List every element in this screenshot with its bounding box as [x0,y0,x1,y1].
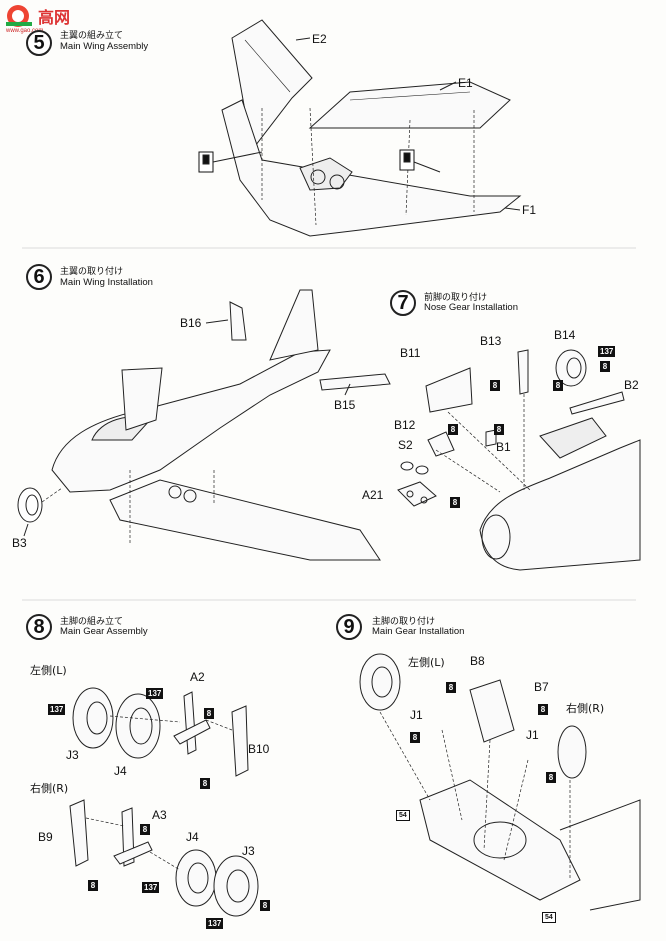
watermark-logo: 高网 www.gao.com [2,2,70,38]
paint-code-badge: 137 [146,688,164,699]
step-title-jp: 前脚の取り付け [424,293,488,303]
part-label-a21: A21 [362,488,384,502]
step-number: 5 [26,30,52,56]
paint-code-badge: 8 [546,772,556,783]
step-title-jp: 主翼の組み立て [60,31,124,41]
logo-icon [6,5,32,27]
part-label-b16: B16 [180,316,202,330]
paint-code-badge: 8 [140,824,150,835]
part-label-j1: J1 [410,708,423,722]
paint-code-badge: 137 [142,882,160,893]
step5-drawing [198,19,522,237]
paint-code-badge: 8 [553,380,563,391]
paint-code-badge: 137 [206,918,224,929]
part-label-b1: B1 [496,440,511,454]
paint-code-badge: 8 [448,424,458,435]
paint-code-badge: 8 [450,497,460,508]
paint-code-badge: 8 [490,380,500,391]
part-label-a2: A2 [190,670,205,684]
side-label-left: 左側(L) [408,656,445,669]
step6-drawing [17,289,391,561]
part-label-b2: B2 [624,378,639,392]
paint-code-badge: 8 [600,361,610,372]
step-number: 8 [26,614,52,640]
paint-code-badge: 54 [396,810,410,821]
step-title-en: Main Wing Assembly [60,41,149,52]
paint-code-badge: 137 [598,346,616,357]
step-title-jp: 主脚の取り付け [372,617,436,627]
paint-code-badge: 54 [542,912,556,923]
paint-code-badge: 8 [538,704,548,715]
paint-code-badge: 8 [494,424,504,435]
step-number: 7 [390,290,416,316]
side-label-left: 左側(L) [30,664,67,677]
paint-code-badge: 8 [260,900,270,911]
part-label-b10: B10 [248,742,270,756]
part-label-b12: B12 [394,418,416,432]
step8-drawing [69,687,259,917]
step-number: 9 [336,614,362,640]
part-label-b8: B8 [470,654,485,668]
step-title-jp: 主翼の取り付け [60,267,124,277]
paint-code-badge: 8 [446,682,456,693]
part-label-b3: B3 [12,536,27,550]
part-label-b9: B9 [38,830,53,844]
part-label-j3: J3 [66,748,79,762]
part-label-j4: J4 [114,764,127,778]
part-label-j1: J1 [526,728,539,742]
part-label-a3: A3 [152,808,167,822]
step-title-jp: 主脚の組み立て [60,617,124,627]
step-title-en: Main Gear Assembly [60,626,148,637]
part-label-b14: B14 [554,328,576,342]
watermark-text: 高网 [38,8,71,27]
part-label-b7: B7 [534,680,549,694]
paint-code-badge: 137 [48,704,66,715]
step7-drawing [397,349,641,571]
part-label-e2: E2 [312,32,327,46]
part-label-s2: S2 [398,438,413,452]
paint-code-badge: 8 [88,880,98,891]
part-label-b13: B13 [480,334,502,348]
part-label-b11: B11 [400,346,421,360]
side-label-right: 右側(R) [566,702,605,715]
part-label-j4: J4 [186,830,199,844]
paint-code-badge: 8 [410,732,420,743]
side-label-right: 右側(R) [30,782,69,795]
part-label-e1: E1 [458,76,473,90]
paint-code-badge: 8 [204,708,214,719]
step-title-en: Nose Gear Installation [424,302,518,313]
watermark-url: www.gao.com [6,28,44,34]
part-label-j3: J3 [242,844,255,858]
step9-drawing [359,653,641,911]
paint-code-badge: 8 [200,778,210,789]
step-title-en: Main Wing Installation [60,277,153,288]
step-title-en: Main Gear Installation [372,626,465,637]
part-label-b15: B15 [334,398,356,412]
step-number: 6 [26,264,52,290]
part-label-f1: F1 [522,203,537,217]
